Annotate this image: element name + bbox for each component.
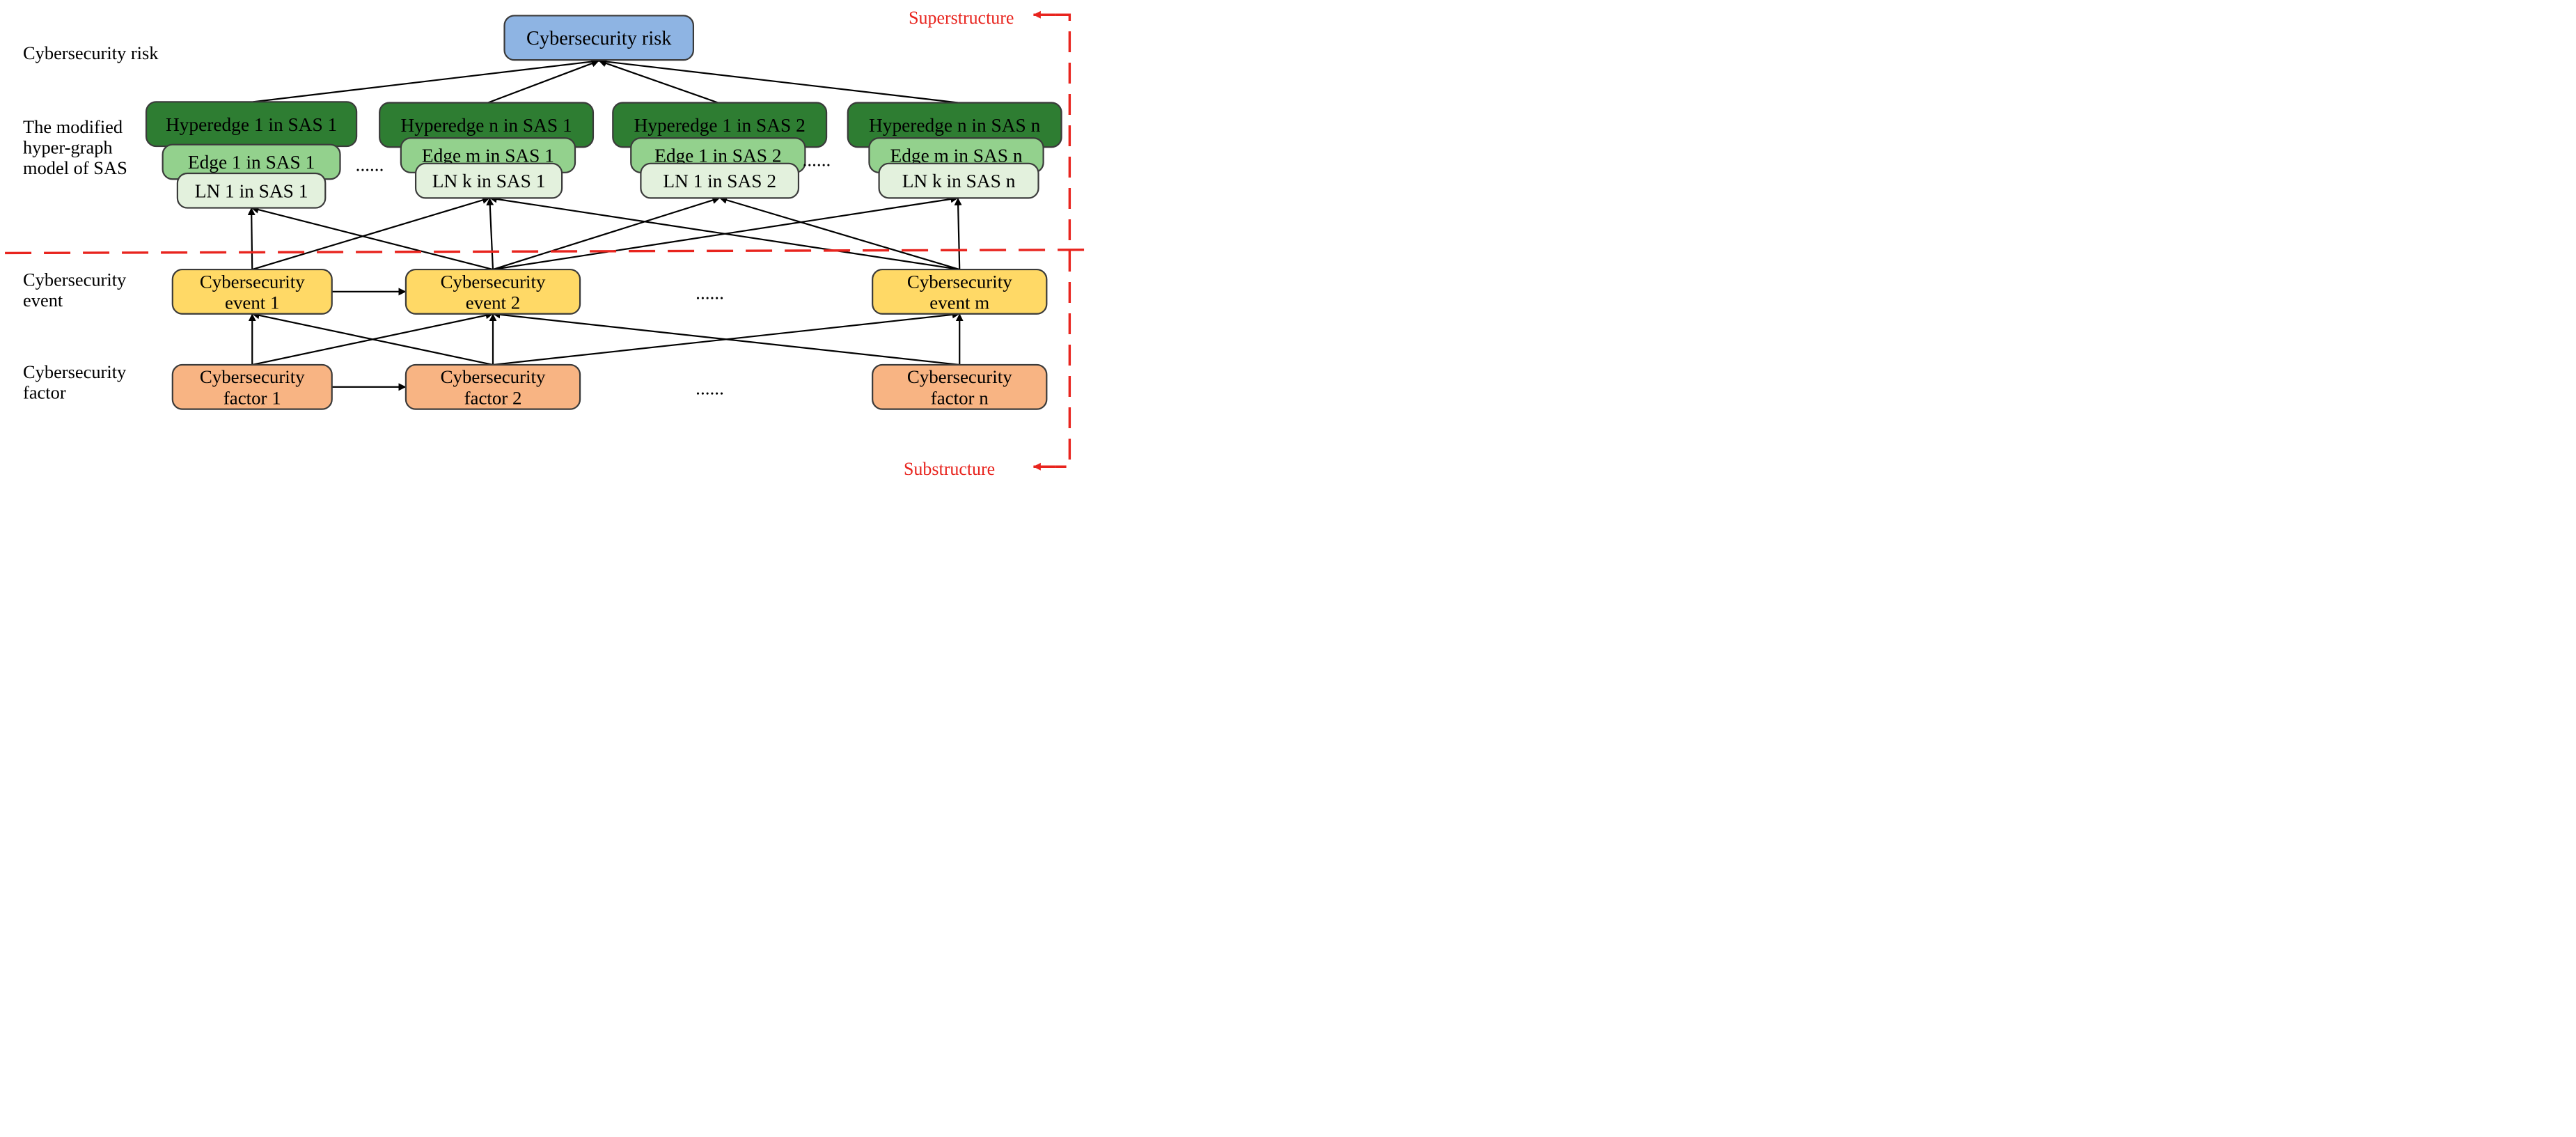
hyperedge-4-label: Hyperedge n in SAS n — [869, 115, 1041, 136]
row-label-risk: Cybersecurity risk — [23, 42, 159, 63]
ln-1-label: LN 1 in SAS 1 — [195, 180, 308, 201]
factor-2-label-2: factor 2 — [464, 387, 522, 408]
super-sub-separator — [5, 249, 1088, 255]
hyperedge-3: Hyperedge 1 in SAS 2 — [612, 102, 828, 148]
event-2-box — [405, 268, 581, 315]
structure-separator — [5, 10, 1088, 471]
arrow-factor-2-to-event-1 — [251, 311, 494, 366]
ln-1: LN 1 in SAS 1 — [176, 172, 327, 209]
edge-1: Edge 1 in SAS 1 — [162, 143, 341, 180]
row-label-factor-2: factor — [23, 382, 66, 402]
side-bracket — [1055, 13, 1071, 468]
edge-4-label: Edge m in SAS n — [890, 146, 1023, 166]
event-3-box — [872, 268, 1048, 315]
factor-3-label-1: Cybersecurity — [907, 366, 1012, 387]
ln-2-label: LN k in SAS 1 — [432, 171, 546, 191]
arrow-event-m-to-ln-2 — [489, 195, 960, 271]
arrow-event-m-to-ln-3 — [719, 196, 960, 271]
row-label-model-2: hyper-graph — [23, 137, 113, 158]
row-label-event-2: event — [23, 290, 63, 311]
risk-node-label: Cybersecurity risk — [526, 28, 672, 49]
row-label-factor-1: Cybersecurity — [23, 361, 127, 382]
event-2-label-2: event 2 — [466, 292, 520, 313]
risk-node: Cybersecurity risk — [503, 15, 695, 61]
row-label-model-3: model of SAS — [23, 157, 127, 178]
arrow-event-2-to-ln-3 — [492, 196, 721, 271]
row-label-event-1: Cybersecurity — [23, 269, 127, 290]
arrow-hyperedge-4-to-risk — [598, 58, 959, 104]
substructure-label: Substructure — [904, 459, 995, 479]
ellipsis-4: ...... — [696, 377, 724, 398]
factor-3-box — [872, 363, 1048, 410]
hyperedge-3-label: Hyperedge 1 in SAS 2 — [634, 115, 806, 136]
edge-3-label: Edge 1 in SAS 2 — [654, 146, 781, 166]
ellipsis-1: ...... — [356, 154, 384, 175]
arrow-event-1-to-ln-1 — [247, 207, 256, 270]
arrow-hyperedge-3-to-risk — [598, 59, 718, 104]
factor-2-box — [405, 363, 581, 410]
event-1-label-2: event 1 — [225, 292, 279, 313]
arrow-event-2-to-ln-1 — [251, 205, 494, 271]
hyperedge-1: Hyperedge 1 in SAS 1 — [145, 101, 358, 148]
superstructure-label: Superstructure — [909, 8, 1014, 28]
edge-2-label: Edge m in SAS 1 — [422, 146, 554, 166]
event-3-label-2: event m — [929, 292, 989, 313]
arrow-event-m-to-ln-4 — [954, 197, 962, 270]
arrow-event-2-to-ln-2 — [486, 197, 494, 270]
event-3-label-1: Cybersecurity — [907, 271, 1012, 292]
arrow-hyperedge-1-to-risk — [253, 58, 599, 103]
ln-2: LN k in SAS 1 — [414, 162, 563, 199]
arrow-factor-n-to-event-2 — [492, 311, 960, 366]
connection-lines — [247, 58, 964, 391]
risk-node-box — [503, 15, 695, 61]
arrow-event-1-to-ln-2 — [251, 196, 490, 271]
arrow-hyperedge-2-to-risk — [487, 59, 599, 104]
ln-3: LN 1 in SAS 2 — [640, 162, 800, 199]
edge-1-label: Edge 1 in SAS 1 — [188, 152, 315, 173]
row-label-model-1: The modified — [23, 116, 123, 137]
ellipsis-2: ...... — [803, 149, 831, 170]
hyperedge-1-label: Hyperedge 1 in SAS 1 — [166, 114, 337, 135]
hyperedge-2-label: Hyperedge n in SAS 1 — [400, 115, 572, 136]
ln-2-box — [414, 162, 563, 199]
event-2-label-1: Cybersecurity — [441, 271, 546, 292]
ln-3-label: LN 1 in SAS 2 — [663, 171, 776, 191]
ln-4-box — [878, 162, 1039, 199]
ln-1-box — [176, 172, 327, 209]
hyperedge-2: Hyperedge n in SAS 1 — [379, 102, 595, 148]
ln-3-box — [640, 162, 800, 199]
ln-4: LN k in SAS n — [878, 162, 1039, 199]
factor-1-label-2: factor 1 — [223, 387, 281, 408]
factor-1-label-1: Cybersecurity — [200, 366, 305, 387]
factor-1-box — [171, 363, 333, 410]
event-1-label-1: Cybersecurity — [200, 271, 305, 292]
event-1-box — [171, 268, 333, 315]
ln-4-label: LN k in SAS n — [902, 171, 1016, 191]
hyperedge-4: Hyperedge n in SAS n — [847, 102, 1062, 148]
ellipsis-3: ...... — [696, 283, 724, 304]
factor-3-label-2: factor n — [931, 387, 989, 408]
factor-2-label-1: Cybersecurity — [441, 366, 546, 387]
